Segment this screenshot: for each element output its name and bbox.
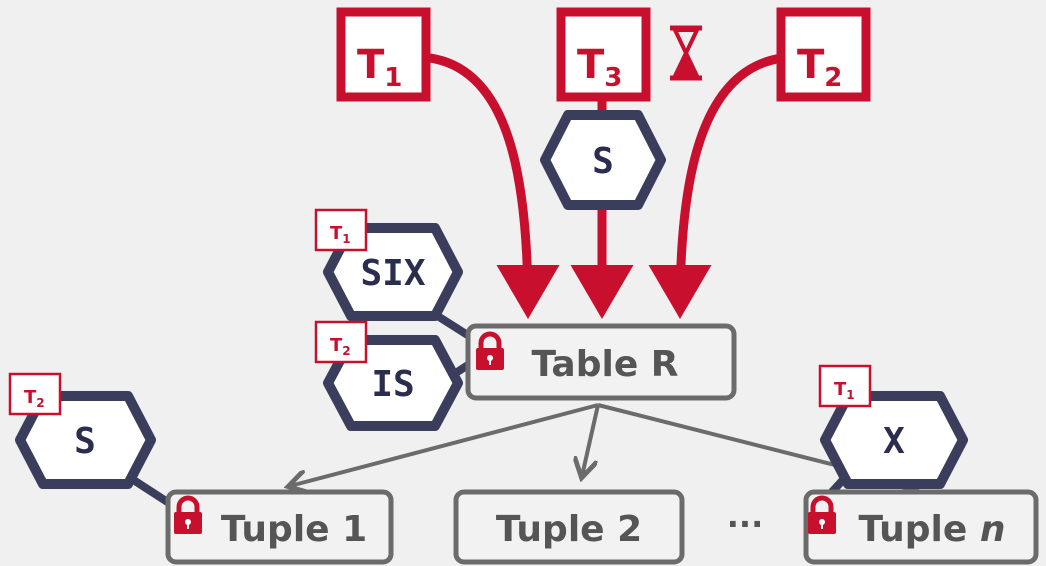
transaction-t2-label: T <box>797 42 825 88</box>
transaction-t3-subscript: 3 <box>604 63 622 93</box>
transaction-t3[interactable]: T3 <box>556 7 651 102</box>
transaction-t2[interactable]: T2 <box>776 7 871 102</box>
table-r-label: Table R <box>532 344 679 385</box>
tuple-n-node[interactable]: Tuple n <box>803 489 1039 565</box>
tuple-1-lock-holder-tag <box>8 372 62 416</box>
svg-text:T2: T2 <box>24 387 45 410</box>
tuple-n-lock-x[interactable]: X T1 <box>818 364 968 489</box>
transaction-t1-label: T <box>357 42 385 88</box>
tuple-1-lock-holder-subscript: 2 <box>36 396 44 410</box>
tuple-2-node[interactable]: Tuple 2 <box>453 489 685 565</box>
transaction-t3-label: T <box>577 42 605 88</box>
table-lock-six-holder-tag <box>314 208 368 252</box>
tuple-n-label: Tuple <box>859 509 968 550</box>
svg-text:T2: T2 <box>797 42 842 93</box>
table-lock-six[interactable]: SIX T1 <box>314 208 463 321</box>
pending-lock-s[interactable]: S <box>540 110 666 210</box>
tuple-1-lock-holder-label: T <box>24 387 37 408</box>
table-lock-is-holder-label: T <box>330 335 343 356</box>
transaction-t1[interactable]: T1 <box>336 7 431 102</box>
tuple-n-lock-holder-tag <box>818 364 872 408</box>
tree-edge-tuple-1 <box>290 403 599 486</box>
table-lock-six-holder-label: T <box>330 223 343 244</box>
ellipsis: ··· <box>727 505 763 543</box>
padlock-icon <box>808 495 836 534</box>
table-lock-is-holder-subscript: 2 <box>342 344 350 358</box>
tuple-1-node[interactable]: Tuple 1 <box>165 489 394 565</box>
tuple-1-lock-mode: S <box>74 421 96 462</box>
svg-text:T2: T2 <box>330 335 351 358</box>
table-lock-is-holder-tag <box>314 320 368 364</box>
table-r-node[interactable]: Table R <box>465 323 737 401</box>
svg-text:T3: T3 <box>577 42 622 93</box>
tuple-n-lock-mode: X <box>883 421 905 462</box>
t2-request-arrow <box>648 53 783 319</box>
transaction-t2-subscript: 2 <box>824 63 842 93</box>
table-lock-six-mode: SIX <box>360 253 425 294</box>
padlock-icon <box>476 331 504 370</box>
tuple-1-lock-s[interactable]: S T2 <box>8 372 156 489</box>
tuple-n-lock-holder-subscript: 1 <box>846 388 854 402</box>
svg-text:Tuple n: Tuple n <box>859 509 1006 550</box>
transaction-t1-subscript: 1 <box>384 63 402 93</box>
tuple-2-label: Tuple 2 <box>496 509 642 550</box>
t1-request-arrow <box>429 53 560 319</box>
table-lock-six-holder-subscript: 1 <box>342 232 350 246</box>
table-lock-is[interactable]: IS T2 <box>314 320 463 431</box>
tuple-n-italic: n <box>980 509 1006 550</box>
tuple-n-lock-holder-label: T <box>834 379 847 400</box>
tree-edge-tuple-2 <box>582 404 600 476</box>
pending-lock-mode: S <box>592 141 614 182</box>
padlock-icon <box>174 495 202 534</box>
svg-text:T1: T1 <box>834 379 855 402</box>
svg-text:T1: T1 <box>357 42 402 93</box>
table-lock-is-mode: IS <box>371 364 414 405</box>
svg-text:T1: T1 <box>330 223 351 246</box>
tuple-1-label: Tuple 1 <box>221 509 367 550</box>
hourglass-icon <box>670 25 702 81</box>
